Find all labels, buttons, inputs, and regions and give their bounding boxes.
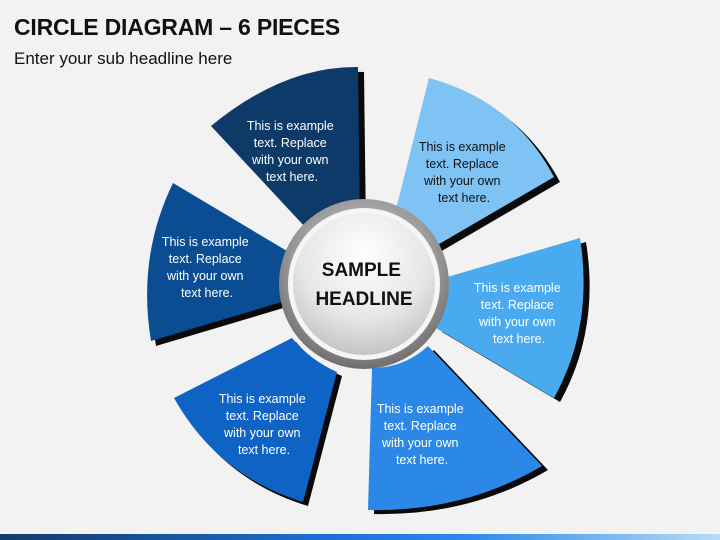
petal-5-shape bbox=[174, 338, 337, 502]
petal-1-text: This is example text. Replace with your … bbox=[247, 119, 337, 184]
petal-3-text: This is example text. Replace with your … bbox=[474, 281, 564, 346]
petal-6-text: This is example text. Replace with your … bbox=[162, 235, 252, 300]
petal-2-shape bbox=[392, 78, 554, 247]
petal-1-shape bbox=[211, 66, 360, 228]
petal-5[interactable]: This is example text. Replace with your … bbox=[174, 338, 342, 506]
slide-subtitle: Enter your sub headline here bbox=[14, 49, 233, 68]
petal-5-text: This is example text. Replace with your … bbox=[219, 392, 309, 457]
hub-headline: SAMPLE HEADLINE bbox=[315, 260, 412, 310]
center-hub[interactable]: SAMPLE HEADLINE bbox=[279, 199, 449, 369]
petal-1[interactable]: This is example text. Replace with your … bbox=[211, 66, 366, 232]
petal-6[interactable]: This is example text. Replace with your … bbox=[147, 183, 292, 346]
petal-3[interactable]: This is example text. Replace with your … bbox=[436, 238, 590, 402]
footer-accent-bar bbox=[0, 534, 720, 540]
petal-2-text: This is example text. Replace with your … bbox=[419, 140, 509, 205]
hub-face bbox=[293, 213, 435, 355]
petal-4-shape bbox=[368, 346, 542, 511]
petal-4[interactable]: This is example text. Replace with your … bbox=[368, 346, 548, 515]
petal-3-shape bbox=[436, 238, 584, 398]
petal-2[interactable]: This is example text. Replace with your … bbox=[392, 78, 560, 252]
petal-6-shape bbox=[147, 183, 287, 341]
slide-title: CIRCLE DIAGRAM – 6 PIECES bbox=[14, 14, 340, 40]
petal-4-text: This is example text. Replace with your … bbox=[377, 402, 467, 467]
